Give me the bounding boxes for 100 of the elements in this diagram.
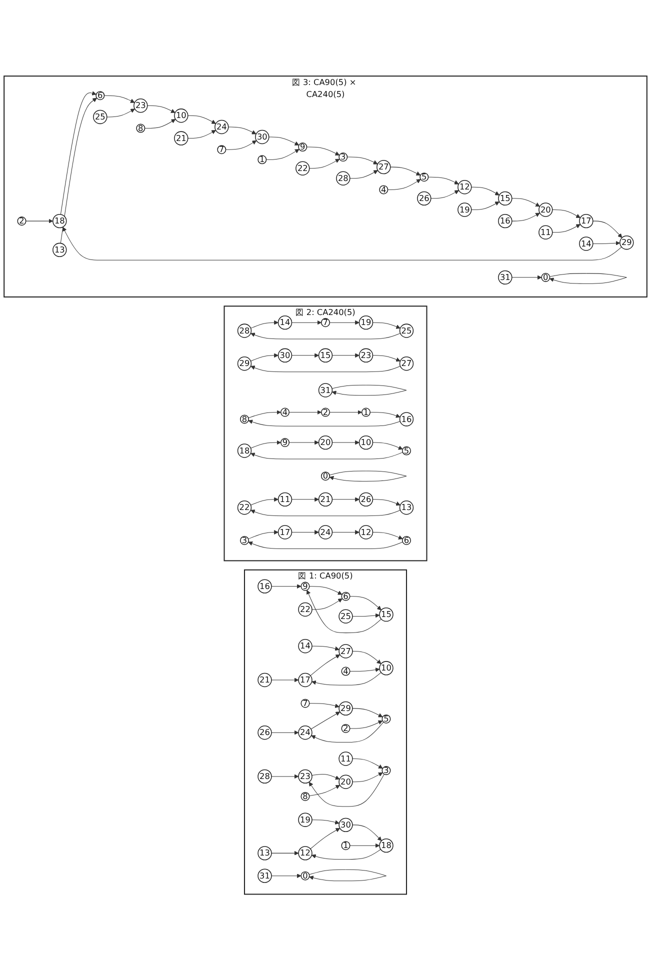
node-circle: 4	[280, 408, 290, 418]
node-circle: 29	[620, 236, 634, 250]
node-circle: 5	[420, 172, 429, 182]
node-circle: 23	[134, 98, 148, 114]
node-circle: 9	[298, 142, 308, 152]
node-circle: 30	[255, 130, 270, 144]
node-circle: 0	[300, 872, 310, 881]
arrow	[271, 774, 299, 780]
arrow	[312, 598, 342, 610]
arrow	[471, 187, 500, 196]
arrow	[250, 354, 278, 362]
node-circle: 3	[382, 766, 391, 776]
node-circle: 5	[402, 446, 412, 456]
node-circle: 14	[298, 639, 312, 654]
arrow	[372, 356, 400, 362]
node-circle: 24	[214, 120, 229, 134]
node-circle: 6	[402, 536, 412, 546]
arrow	[288, 410, 322, 415]
arrow	[311, 849, 381, 860]
arrow	[250, 333, 401, 340]
node-circle: 21	[318, 492, 333, 507]
arrow	[144, 119, 176, 129]
arrow	[250, 440, 282, 449]
node-circle: 11	[538, 226, 553, 240]
arrow	[592, 221, 622, 238]
node-circle: 20	[338, 775, 353, 790]
arrow	[310, 828, 340, 850]
arrow	[329, 471, 407, 482]
node-circle: 22	[296, 162, 310, 176]
node-circle: 16	[258, 580, 272, 594]
node-circle: 18	[52, 214, 67, 228]
arrow	[309, 159, 340, 169]
node-circle: 31	[258, 869, 272, 884]
node-circle: 16	[399, 412, 414, 427]
arrow	[332, 498, 360, 502]
node-circle: 8	[300, 792, 310, 802]
node-circle: 23	[358, 348, 374, 363]
node-circle: 18	[379, 838, 394, 854]
node-circle: 25	[93, 110, 108, 124]
node-circle: 25	[399, 324, 414, 338]
arrow	[329, 320, 360, 326]
arrow	[512, 198, 540, 207]
node-circle: 30	[278, 348, 292, 363]
arrow	[271, 874, 302, 878]
arrow	[250, 366, 401, 372]
node-circle: 6	[96, 91, 105, 100]
arrow	[188, 130, 216, 139]
node-circle: 26	[417, 192, 432, 206]
arrow	[248, 420, 400, 427]
arrow	[390, 167, 421, 176]
node-circle: 19	[298, 813, 312, 828]
arrow	[592, 241, 620, 246]
arrow	[271, 584, 302, 589]
node-circle: 17	[579, 214, 594, 228]
node-circle: 13	[399, 500, 414, 516]
node-circle: 3	[240, 536, 250, 546]
arrow	[226, 140, 257, 150]
node-circle: 23	[298, 770, 312, 784]
arrow	[350, 720, 383, 730]
node-circle: 10	[358, 436, 374, 450]
arrow	[60, 91, 96, 215]
node-circle: 11	[278, 492, 292, 507]
arrow	[147, 106, 176, 114]
node-circle: 29	[338, 702, 353, 716]
node-circle: 2	[341, 724, 350, 734]
node-circle: 21	[258, 673, 272, 688]
node-circle: 11	[338, 752, 353, 766]
arrow	[291, 498, 319, 502]
node-circle: 13	[52, 243, 67, 258]
node-circle: 9	[280, 438, 290, 448]
arrow	[271, 730, 299, 736]
arrow	[291, 354, 319, 358]
node-circle: 21	[174, 132, 188, 146]
arrow	[428, 177, 459, 185]
arrow	[188, 116, 216, 124]
arrow	[312, 646, 340, 652]
node-circle: 17	[298, 673, 312, 688]
arrow	[104, 96, 135, 104]
node-circle: 7	[320, 318, 330, 328]
arrow	[288, 440, 319, 446]
arrow	[388, 179, 421, 190]
arrow	[62, 227, 622, 261]
arrow	[471, 202, 500, 210]
node-circle: 16	[498, 214, 512, 228]
node-circle: 29	[237, 356, 252, 372]
node-circle: 15	[318, 348, 333, 363]
node-circle: 28	[336, 172, 350, 186]
node-circle: 31	[318, 383, 333, 398]
arrow	[306, 147, 340, 156]
node-circle: 17	[278, 526, 292, 540]
node-circle: 8	[240, 415, 250, 424]
node-circle: 8	[136, 124, 146, 134]
arrow	[332, 530, 360, 535]
node-circle: 31	[498, 270, 512, 285]
node-circle: 1	[258, 155, 267, 164]
arrow	[332, 385, 407, 396]
node-circle: 4	[379, 186, 388, 195]
node-circle: 14	[579, 236, 594, 252]
arrow	[512, 213, 540, 222]
arrow	[26, 219, 54, 224]
